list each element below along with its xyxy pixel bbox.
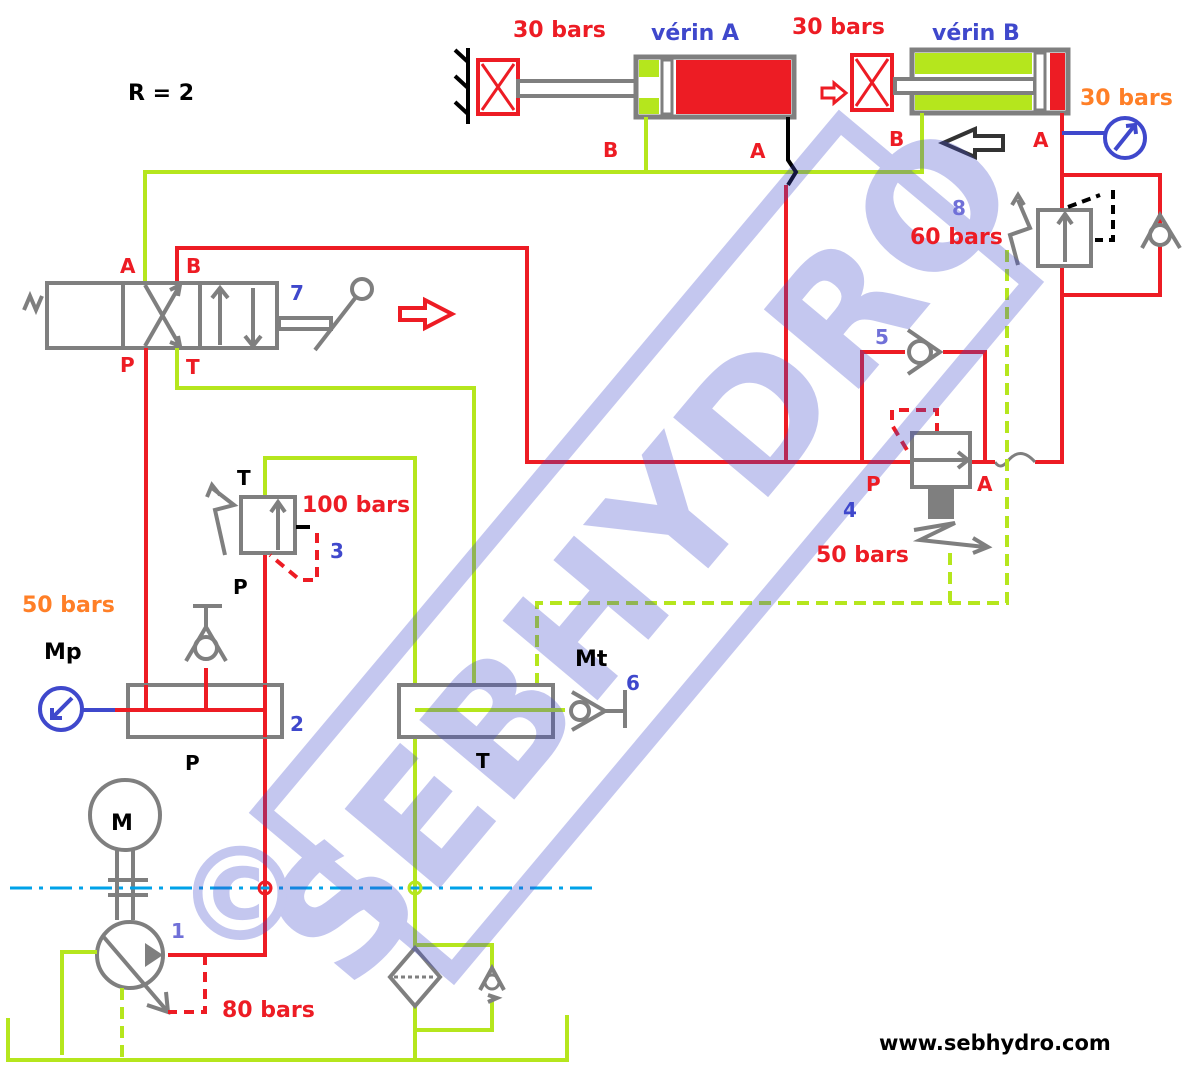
- line-b-pressure: [175, 246, 995, 464]
- gauge-b: [1103, 116, 1147, 160]
- counterbalance-valve-8: [1007, 173, 1182, 297]
- load-a-cross: [480, 63, 516, 111]
- rod-b: [893, 77, 1037, 95]
- spring-icon: [1007, 191, 1033, 266]
- chamber-a: [676, 60, 791, 114]
- arrow-right-icon: [820, 79, 849, 107]
- line-b-return: [143, 113, 924, 283]
- valve-4-port-p: P: [866, 472, 881, 496]
- pump-number: 1: [171, 919, 185, 943]
- chamber-b-top: [639, 60, 659, 77]
- valve-5-number: 5: [875, 325, 889, 349]
- piston-b: [1033, 51, 1047, 112]
- arrow-left-icon: [938, 125, 1005, 161]
- arrow-right-icon: [398, 296, 457, 332]
- junction-p: [257, 880, 273, 896]
- valve-3-port-p: P: [233, 575, 248, 599]
- junction-t: [407, 880, 423, 896]
- manifold-t-number: 6: [626, 671, 640, 695]
- cylinder-b-load: 30 bars: [792, 15, 885, 40]
- valve-8-setting: 60 bars: [910, 225, 1003, 250]
- spring-icon: [22, 290, 44, 316]
- directional-valve-7[interactable]: [22, 277, 374, 352]
- piston-a: [660, 58, 674, 116]
- load-b-cross: [854, 58, 890, 107]
- filter: [387, 943, 506, 1032]
- valve-3-port-t: T: [237, 466, 251, 490]
- line-crossover: [993, 452, 1037, 468]
- valve-4-port-a: A: [977, 472, 993, 496]
- valve-4-number: 4: [843, 498, 857, 522]
- drain-line: [535, 245, 1009, 685]
- chamber-b-top: [915, 53, 1032, 74]
- valve-3-setting: 100 bars: [302, 493, 410, 518]
- gauge-needle-icon: [50, 696, 74, 720]
- lever-rod: [277, 316, 333, 331]
- cylinder-a-name: vérin A: [651, 21, 739, 46]
- manifold-p-label: P: [185, 751, 200, 775]
- valve-7-number: 7: [290, 281, 304, 305]
- manifold-t-label: T: [476, 749, 490, 773]
- cylinder-a: [453, 48, 797, 124]
- valve-7-port-a: A: [120, 254, 136, 278]
- lever-handle[interactable]: [313, 295, 358, 352]
- pump-setting: 80 bars: [222, 998, 315, 1023]
- cylinder-a-load: 30 bars: [513, 18, 606, 43]
- reducing-valve-4: [860, 328, 993, 555]
- website-link[interactable]: www.sebhydro.com: [879, 1031, 1111, 1055]
- chamber-b-bottom: [915, 92, 1032, 110]
- valve-7-port-b: B: [186, 254, 201, 278]
- copyright-symbol: ©: [175, 819, 305, 971]
- line-a-cyl-a: [786, 117, 799, 187]
- wall-hatch: [453, 48, 470, 116]
- chamber-b-bottom: [639, 98, 659, 114]
- spring-icon: [912, 521, 993, 555]
- cyl-b-port-a: A: [1033, 128, 1049, 152]
- valve-7-port-t: T: [186, 355, 200, 379]
- gauge-needle-icon: [1113, 122, 1138, 152]
- gauge-mt-label: Mt: [575, 647, 608, 672]
- valve-8-number: 8: [952, 196, 966, 220]
- valve-3-number: 3: [330, 539, 344, 563]
- cylinder-b-name: vérin B: [932, 21, 1020, 46]
- spring-icon: [205, 481, 239, 556]
- manifold-t: [397, 683, 627, 739]
- motor-label: M: [111, 811, 133, 836]
- relief-valve-3: [205, 456, 417, 1060]
- valve-7-port-p: P: [120, 353, 135, 377]
- gauge-mp-reading: 50 bars: [22, 593, 115, 618]
- tank: [6, 1015, 569, 1062]
- cylinder-b: [820, 47, 1071, 161]
- valve-4-setting: 50 bars: [816, 543, 909, 568]
- lever-knob-icon[interactable]: [350, 277, 374, 301]
- gauge-b-reading: 30 bars: [1080, 86, 1173, 111]
- chamber-a: [1050, 53, 1065, 110]
- gauge-mp-label: Mp: [44, 640, 82, 665]
- cyl-a-port-b: B: [603, 138, 618, 162]
- cyl-a-port-a: A: [750, 139, 766, 163]
- ratio-label: R = 2: [128, 81, 194, 106]
- cyl-b-port-b: B: [889, 127, 904, 151]
- check-valve-5-icon: [907, 339, 933, 365]
- motor-pump-1: [60, 778, 207, 1057]
- manifold-p-number: 2: [290, 712, 304, 736]
- gauge-port-icon: [569, 700, 591, 722]
- manifold-p-2: [38, 604, 284, 739]
- line-t: [175, 348, 476, 710]
